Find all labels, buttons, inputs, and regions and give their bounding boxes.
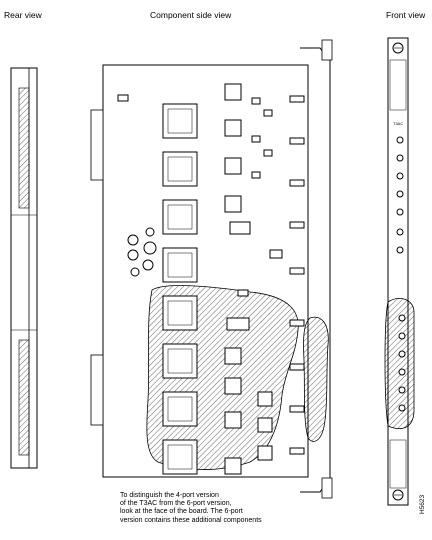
ejector-top — [321, 39, 333, 61]
figure-id: H5623 — [419, 494, 426, 514]
rear-view-label: Rear view — [4, 10, 42, 20]
front-view-label: Front view — [386, 10, 426, 20]
rear-view-board — [10, 67, 38, 469]
annotation-note: To distinguish the 4-port version of the… — [120, 492, 262, 525]
capacitors — [127, 227, 157, 277]
faceplate-bracket — [300, 47, 331, 493]
note-line: version contains these additional compon… — [120, 516, 262, 524]
edge-connector-top — [90, 109, 104, 181]
note-line: look at the face of the board. The 6-por… — [120, 508, 243, 516]
front-panel — [384, 37, 415, 506]
small-chips — [117, 83, 283, 475]
rear-connector-lower — [18, 339, 30, 456]
port-connectors — [289, 95, 305, 455]
component-side-view-label: Component side view — [150, 10, 232, 20]
ejector-bottom — [321, 477, 333, 499]
edge-connector-bottom — [90, 354, 104, 426]
large-chips — [162, 103, 198, 475]
front-panel-title: T3AC — [393, 121, 404, 126]
optional-connectors-area — [303, 316, 329, 442]
note-line: To distinguish the 4-port version — [120, 492, 219, 499]
rear-connector-upper — [18, 87, 30, 209]
note-line: of the T3AC from the 6-port version, — [120, 500, 232, 508]
front-optional-ports — [384, 298, 415, 429]
